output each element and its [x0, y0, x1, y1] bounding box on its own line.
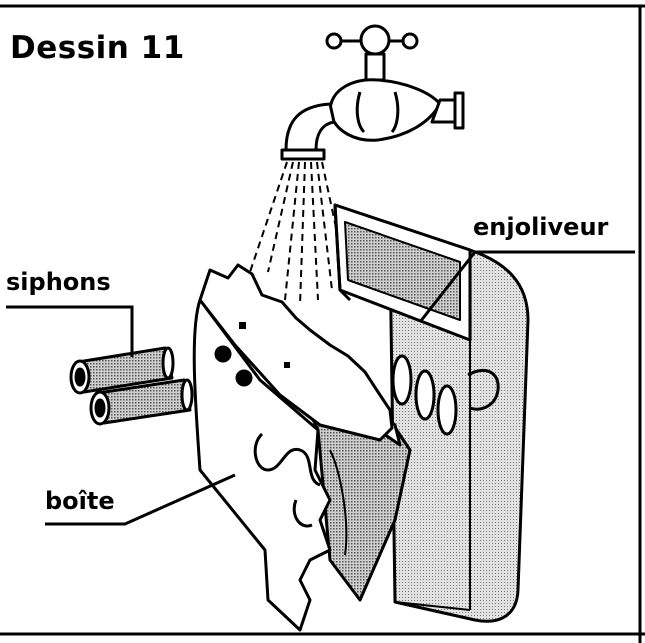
leader-lines — [6, 250, 635, 526]
water-spray — [249, 161, 346, 306]
label-siphons: siphons — [6, 268, 111, 296]
siphons-leader — [6, 305, 134, 357]
boite-leader — [45, 473, 236, 526]
faucet — [280, 24, 465, 161]
enjoliveur-part — [333, 203, 530, 623]
siphons-part — [69, 346, 194, 426]
label-enjoliveur: enjoliveur — [473, 213, 609, 241]
label-boite: boîte — [45, 487, 115, 515]
boite-part — [192, 263, 412, 632]
drawing-title: Dessin 11 — [10, 30, 185, 66]
enjoliveur-leader — [418, 250, 635, 323]
page-border — [0, 4, 645, 643]
